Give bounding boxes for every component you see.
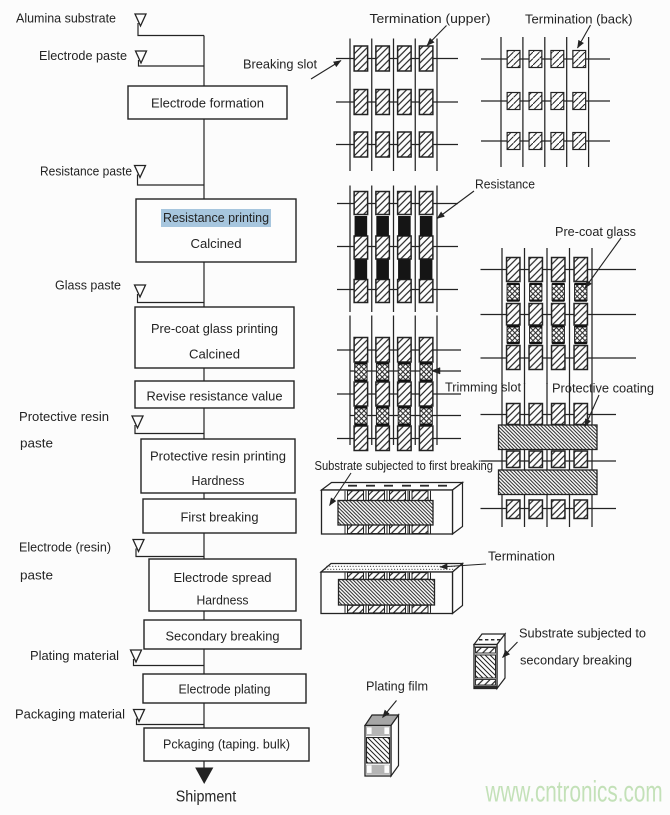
svg-text:Hardness: Hardness (192, 473, 245, 488)
svg-text:First breaking: First breaking (181, 510, 259, 525)
svg-text:Termination: Termination (488, 549, 555, 564)
svg-text:Electrode (resin): Electrode (resin) (19, 540, 111, 555)
svg-text:Pckaging (taping. bulk): Pckaging (taping. bulk) (163, 737, 290, 752)
svg-text:Revise resistance value: Revise resistance value (147, 389, 283, 404)
svg-text:Electrode formation: Electrode formation (151, 96, 264, 111)
svg-text:Substrate subjected to: Substrate subjected to (519, 626, 646, 641)
svg-text:Breaking slot: Breaking slot (243, 57, 317, 72)
svg-text:Pre-coat glass printing: Pre-coat glass printing (151, 321, 278, 336)
svg-text:www.cntronics.com: www.cntronics.com (485, 776, 663, 809)
svg-text:Calcined: Calcined (191, 236, 242, 251)
svg-text:Electrode plating: Electrode plating (179, 682, 271, 697)
svg-text:paste: paste (20, 436, 53, 451)
svg-text:Protective coating: Protective coating (552, 381, 654, 396)
svg-text:Electrode paste: Electrode paste (39, 48, 127, 63)
svg-text:Resistance paste: Resistance paste (40, 164, 132, 179)
svg-text:Calcined: Calcined (189, 347, 240, 362)
svg-text:Hardness: Hardness (197, 593, 249, 608)
svg-text:Secondary breaking: Secondary breaking (166, 629, 280, 644)
svg-text:Resistance printing: Resistance printing (163, 210, 269, 225)
svg-text:paste: paste (20, 568, 53, 583)
svg-text:Resistance: Resistance (475, 177, 535, 192)
svg-text:Packaging material: Packaging material (15, 707, 125, 722)
svg-text:Termination (back): Termination (back) (525, 12, 633, 27)
svg-text:Termination (upper): Termination (upper) (370, 11, 491, 26)
svg-text:Alumina substrate: Alumina substrate (16, 11, 116, 26)
svg-text:Protective resin: Protective resin (19, 409, 109, 424)
svg-text:Pre-coat glass: Pre-coat glass (555, 224, 636, 239)
svg-text:Shipment: Shipment (176, 789, 237, 806)
svg-text:Protective resin printing: Protective resin printing (150, 449, 286, 464)
svg-text:Electrode spread: Electrode spread (174, 570, 272, 585)
svg-text:Plating film: Plating film (366, 679, 428, 694)
svg-text:Substrate subjected to first b: Substrate subjected to first breaking (315, 459, 494, 473)
svg-text:secondary breaking: secondary breaking (520, 653, 632, 668)
svg-text:Glass paste: Glass paste (55, 278, 121, 293)
svg-text:Plating material: Plating material (30, 648, 119, 663)
svg-text:Trimming slot: Trimming slot (445, 380, 521, 395)
